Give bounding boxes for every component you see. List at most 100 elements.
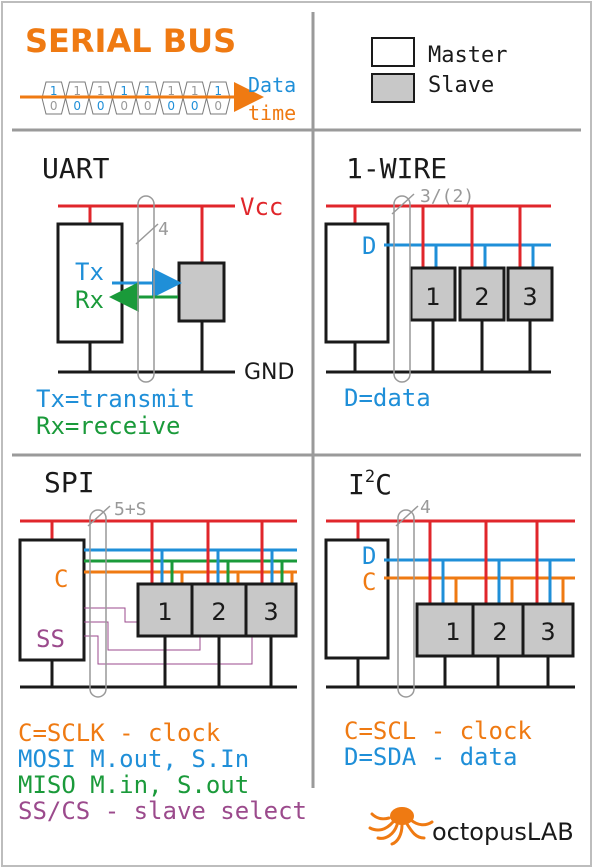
spi-note-ss: SS/CS - slave select bbox=[18, 797, 307, 825]
spi-note-mosi: MOSI M.out, S.In bbox=[18, 745, 249, 773]
onewire-slave-2-label: 2 bbox=[474, 283, 489, 311]
uart-rx-label: Rx bbox=[75, 286, 104, 314]
onewire-slave-1-box bbox=[409, 266, 457, 322]
bit-bottom-label: 0 bbox=[120, 99, 128, 113]
uart-slave-box bbox=[177, 261, 226, 323]
octopus-head bbox=[390, 807, 414, 825]
octopus-arm-2 bbox=[376, 823, 399, 840]
onewire-d-label: D bbox=[362, 232, 376, 260]
i2c-slave-2-label: 2 bbox=[492, 618, 507, 646]
octopus-icon bbox=[368, 807, 434, 846]
octopus-arm-1 bbox=[368, 820, 395, 832]
i2c-slave-1: 1 bbox=[415, 521, 475, 687]
onewire-master-box bbox=[324, 222, 390, 344]
spi-slave-1-label: 1 bbox=[157, 598, 172, 626]
onewire-slave-3-label: 3 bbox=[522, 283, 537, 311]
bit-bottom-label: 0 bbox=[191, 99, 199, 113]
onewire-slave-1-label: 1 bbox=[425, 283, 440, 311]
spi-wire-count: 5+S bbox=[114, 499, 147, 520]
i2c-slave-3-label: 3 bbox=[540, 618, 555, 646]
bit-top-label: 1 bbox=[50, 84, 58, 98]
i2c-title-main: I bbox=[348, 468, 365, 501]
onewire-section: 1-WIRE D 1 2 3 3/(2) bbox=[324, 152, 554, 412]
uart-title: UART bbox=[42, 152, 110, 185]
onewire-title: 1-WIRE bbox=[346, 152, 447, 185]
spi-c-label: C bbox=[54, 565, 68, 593]
i2c-title: I2C bbox=[348, 467, 392, 501]
uart-tx-label: Tx bbox=[75, 258, 104, 286]
i2c-title-sup: 2 bbox=[365, 467, 375, 487]
onewire-note: D=data bbox=[344, 384, 431, 412]
spi-section: SPI C SS 1 bbox=[18, 466, 307, 825]
bit-top-label: 1 bbox=[191, 84, 199, 98]
onewire-wire-bundle bbox=[393, 195, 411, 383]
spi-note-miso: MISO M.in, S.out bbox=[18, 771, 249, 799]
bit-top-label: 1 bbox=[167, 84, 175, 98]
uart-gnd-label: GND bbox=[244, 360, 294, 385]
bit-top-label: 1 bbox=[120, 84, 128, 98]
uart-wire-slash bbox=[135, 223, 159, 245]
octopus-arm-6 bbox=[370, 812, 391, 821]
i2c-wire-count: 4 bbox=[420, 497, 431, 518]
i2c-slave-3-box bbox=[521, 602, 575, 658]
uart-note-rx: Rx=receive bbox=[36, 412, 181, 440]
spi-slave-2: 2 bbox=[190, 521, 248, 687]
data-label: Data bbox=[248, 73, 296, 97]
uart-wire-count: 4 bbox=[158, 219, 169, 240]
uart-vcc-label: Vcc bbox=[240, 193, 283, 221]
time-label: time bbox=[248, 101, 296, 125]
legend-slave-swatch bbox=[371, 73, 415, 103]
spi-slave-3-label: 3 bbox=[263, 598, 278, 626]
i2c-slave-2: 2 bbox=[471, 521, 525, 687]
page-title: SERIAL BUS bbox=[25, 22, 236, 60]
spi-wire-bundle bbox=[89, 509, 107, 698]
bit-bottom-label: 0 bbox=[167, 99, 175, 113]
i2c-wire-bundle bbox=[397, 509, 415, 698]
i2c-note-clock: C=SCL - clock bbox=[344, 717, 532, 745]
spi-ss-line-1 bbox=[84, 607, 138, 623]
legend-master-label: Master bbox=[428, 43, 507, 68]
i2c-note-data: D=SDA - data bbox=[344, 743, 517, 771]
bit-top-label: 1 bbox=[214, 84, 222, 98]
spi-slave-2-box bbox=[190, 582, 248, 638]
spi-title: SPI bbox=[44, 466, 95, 499]
spi-note-clock: C=SCLK - clock bbox=[18, 719, 221, 747]
legend-master-swatch bbox=[371, 37, 415, 67]
spi-wire-slash bbox=[87, 505, 111, 527]
onewire-wire-slash bbox=[391, 193, 415, 215]
i2c-section: I2C D C 1 2 bbox=[324, 467, 575, 771]
bit-top-label: 1 bbox=[73, 84, 81, 98]
spi-ss-label: SS bbox=[36, 625, 65, 653]
bit-bottom-label: 0 bbox=[144, 99, 152, 113]
i2c-wire-slash bbox=[395, 505, 419, 527]
i2c-title-end: C bbox=[375, 468, 392, 501]
bit-top-label: 1 bbox=[144, 84, 152, 98]
octopus-arm-5 bbox=[409, 818, 434, 827]
uart-wire-bundle bbox=[137, 195, 155, 383]
legend: Master Slave bbox=[371, 37, 507, 103]
bit-bottom-label: 0 bbox=[73, 99, 81, 113]
onewire-wire-count: 3/(2) bbox=[420, 186, 474, 207]
uart-section: UART Vcc GND Tx Rx 4 Tx=transmit Rx=rece… bbox=[36, 152, 294, 440]
i2c-slave-1-box bbox=[415, 602, 475, 658]
spi-slave-3: 3 bbox=[244, 521, 298, 687]
bit-top-label: 1 bbox=[97, 84, 105, 98]
i2c-slave-3: 3 bbox=[521, 521, 575, 687]
spi-slave-1: 1 bbox=[136, 521, 194, 687]
onewire-slave-1: 1 bbox=[409, 206, 457, 372]
i2c-slave-1-label: 1 bbox=[445, 618, 460, 646]
brand-name: octopusLAB bbox=[432, 818, 574, 846]
octopus-arm-3 bbox=[390, 823, 404, 846]
spi-slave-2-label: 2 bbox=[211, 598, 226, 626]
bit-bottom-label: 0 bbox=[214, 99, 222, 113]
uart-note-tx: Tx=transmit bbox=[36, 385, 195, 413]
onewire-slave-2: 2 bbox=[458, 206, 506, 372]
legend-slave-label: Slave bbox=[428, 73, 494, 98]
octopus-arm-4 bbox=[405, 822, 426, 840]
i2c-master-box bbox=[324, 538, 390, 660]
bit-bottom-label: 0 bbox=[97, 99, 105, 113]
bit-bottom-label: 0 bbox=[50, 99, 58, 113]
i2c-c-label: C bbox=[362, 568, 376, 596]
i2c-d-label: D bbox=[362, 542, 376, 570]
